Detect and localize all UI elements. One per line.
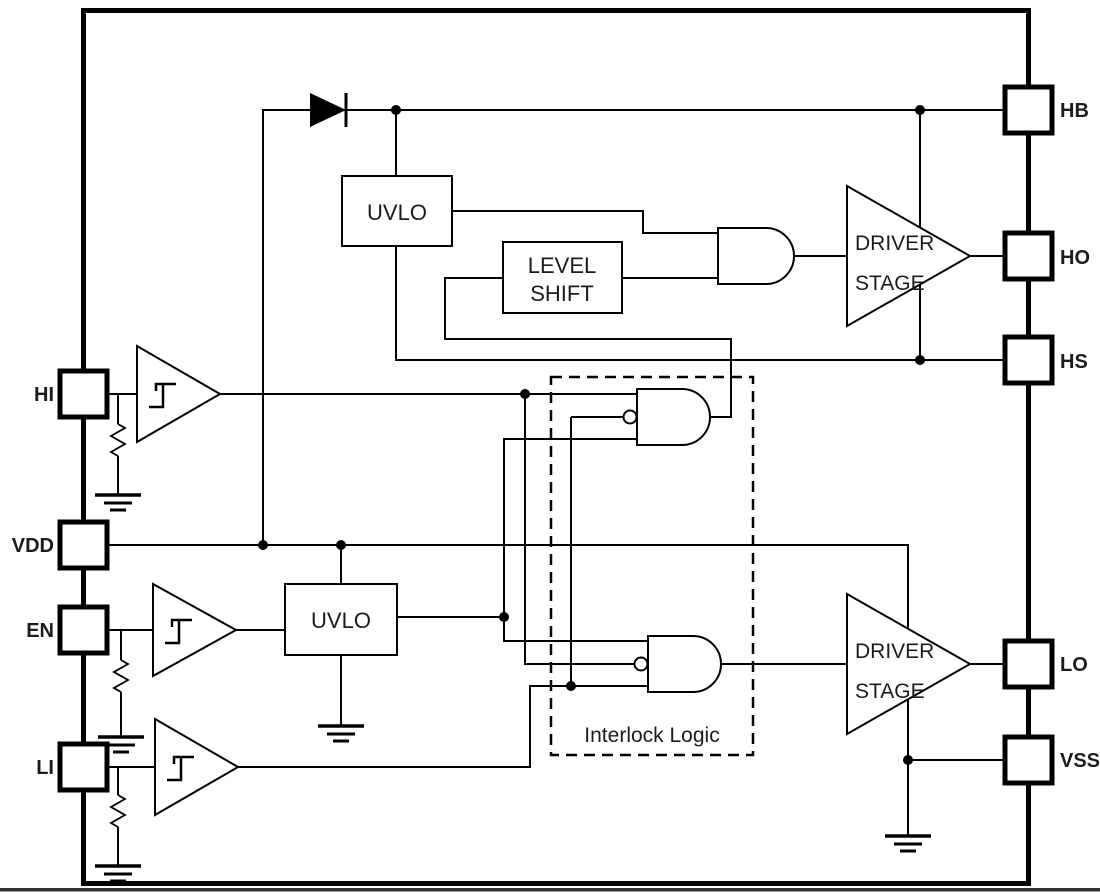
pins-left: HI VDD EN LI: [12, 368, 110, 793]
hi-pulldown-resistor-icon: [110, 423, 126, 457]
pin-lo-label: LO: [1060, 654, 1088, 676]
driver-high-label-line1: DRIVER: [855, 232, 934, 255]
pin-ho-label: HO: [1060, 247, 1090, 269]
hi-ground-icon: [93, 493, 143, 512]
pin-ho: [1002, 230, 1055, 282]
pin-vdd: [57, 519, 110, 571]
driver-low-label-line1: DRIVER: [855, 640, 934, 663]
level-shift-label-line2: SHIFT: [530, 281, 594, 306]
junction-dot: [499, 612, 509, 622]
pin-hs-label: HS: [1060, 351, 1088, 373]
li-ground-icon: [93, 864, 143, 883]
pin-en-label: EN: [26, 620, 54, 642]
interlock-logic-dashed-box: [549, 375, 755, 757]
li-schmitt-buffer: [154, 717, 240, 817]
hi-schmitt-buffer: [136, 344, 222, 444]
junction-dot: [903, 755, 913, 765]
pin-hi-label: HI: [34, 384, 54, 406]
interlock-logic-region: Interlock Logic: [549, 375, 755, 757]
level-shift-block: [502, 241, 623, 314]
uvlo-low-side-label: UVLO: [311, 608, 371, 633]
pin-hb: [1002, 84, 1055, 136]
high-side-and-gate: [717, 227, 795, 285]
hi-net-wire: [105, 393, 637, 665]
junction-dot: [336, 540, 346, 550]
pin-vss: [1002, 734, 1055, 786]
interlock-logic-label: Interlock Logic: [584, 724, 719, 747]
logic-gates: [622, 227, 795, 693]
interlock-to-level-shift-wire: [444, 277, 732, 418]
driver-low-ground-icon: [883, 834, 933, 853]
uvlo-low-side-block: [284, 583, 398, 656]
en-schmitt-buffer: [152, 582, 239, 678]
driver-high-label-line2: STAGE: [855, 272, 925, 295]
interlock-gate-low-invert-bubble: [633, 656, 649, 672]
input-buffers: [136, 344, 240, 817]
junction-dots: [258, 105, 925, 765]
uvlo-high-side-block: [341, 175, 453, 247]
pin-li: [57, 741, 110, 793]
uvlo-low-ground-icon: [316, 724, 366, 743]
li-pulldown-resistor-icon: [110, 794, 126, 828]
vdd-rail-wire: [105, 544, 1005, 835]
junction-dot: [391, 105, 401, 115]
function-blocks: UVLO LEVEL SHIFT UVLO: [284, 175, 623, 656]
driver-stages: DRIVER STAGE DRIVER STAGE: [846, 184, 973, 736]
level-shift-label-line1: LEVEL: [528, 253, 597, 278]
low-side-driver-stage: [846, 592, 973, 736]
interlock-gate-low: [647, 635, 722, 693]
bootstrap-diode-icon: [310, 93, 348, 127]
pin-vss-label: VSS: [1060, 750, 1100, 772]
junction-dot: [915, 355, 925, 365]
passives: [93, 423, 933, 883]
uvlo-high-to-and-wire: [452, 210, 718, 234]
interlock-gate-high: [636, 388, 711, 446]
high-side-driver-stage: [846, 184, 973, 328]
diode-anode-triangle: [310, 93, 346, 127]
pin-lo: [1002, 638, 1055, 690]
en-net-wire: [105, 629, 285, 736]
pin-hb-label: HB: [1060, 100, 1089, 122]
pin-en: [57, 604, 110, 656]
li-net-wire: [105, 417, 648, 865]
uvlo-high-side-label: UVLO: [367, 200, 427, 225]
pins-right: HB HO HS LO VSS: [1002, 84, 1100, 786]
junction-dot: [520, 389, 530, 399]
pin-li-label: LI: [36, 757, 54, 779]
pin-vdd-label: VDD: [12, 535, 54, 557]
junction-dot: [915, 105, 925, 115]
ic-boundary: [81, 8, 1031, 886]
driver-low-label-line2: STAGE: [855, 680, 925, 703]
pin-hs: [1002, 334, 1055, 386]
junction-dot: [258, 540, 268, 550]
interlock-gate-high-invert-bubble: [622, 409, 638, 425]
page-bottom-rule: [0, 888, 1100, 892]
pin-hi: [57, 368, 110, 420]
hb-bootstrap-net: [262, 109, 1005, 545]
uvlo-low-enable-wire: [340, 438, 648, 725]
hs-net-wire: [395, 246, 1005, 361]
wires: [105, 109, 1005, 865]
en-pulldown-resistor-icon: [113, 659, 129, 693]
junction-dot: [566, 681, 576, 691]
